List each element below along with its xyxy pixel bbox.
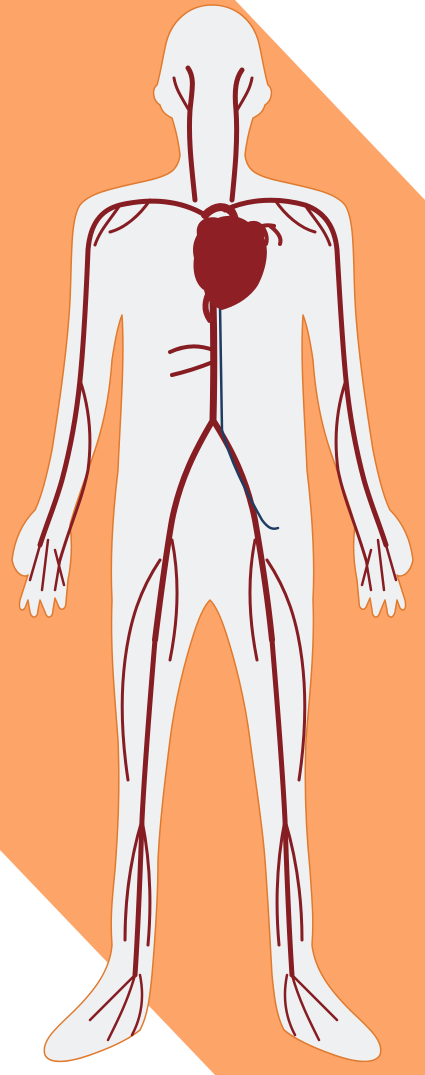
descending-aorta [213,300,214,420]
